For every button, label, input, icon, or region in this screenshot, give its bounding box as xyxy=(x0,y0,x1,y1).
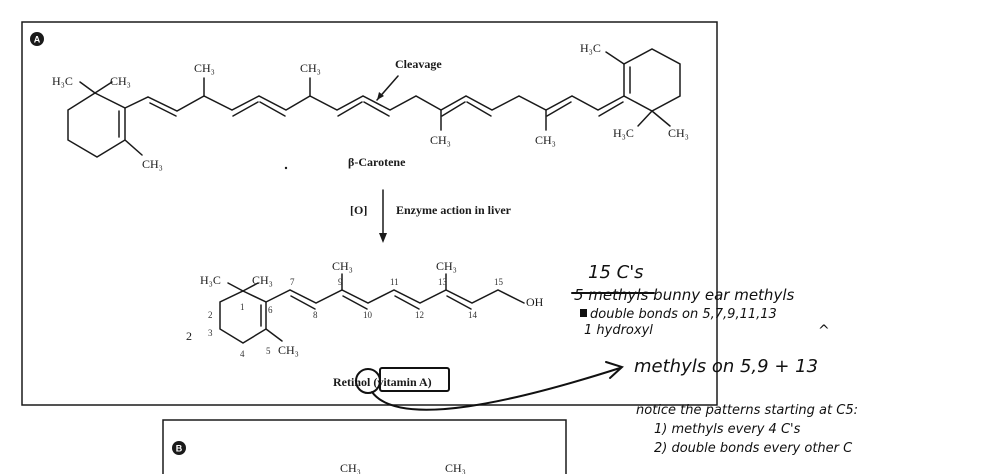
retinol-double-bond-11-12 xyxy=(394,295,420,310)
speck xyxy=(284,166,288,170)
note-methyls-positions: methyls on 5,9 + 13 xyxy=(634,356,818,377)
retinol-ch3-c13: CH₃ xyxy=(436,259,457,273)
retinol-double-bond-13-14 xyxy=(446,295,472,310)
reaction-step: [O] Enzyme action in liver xyxy=(350,189,512,243)
cleavage-arrow-head xyxy=(377,92,384,100)
ink-box-around-vitamin-a xyxy=(379,367,450,392)
carbon-number-1: 1 xyxy=(240,302,245,312)
chain-double-bond-8 xyxy=(546,101,572,117)
right-ring xyxy=(623,48,681,112)
right-gem-methyl-b xyxy=(651,110,671,127)
carbon-number-13: 13 xyxy=(438,277,448,287)
retinol-name: Retinol (vitamin A) xyxy=(333,375,432,389)
retinol-side-number: 2 xyxy=(186,329,192,343)
reagent-label: [O] xyxy=(350,203,367,217)
right-ring-methyl xyxy=(605,51,625,65)
polyene-chain xyxy=(124,95,625,112)
retinol-chain xyxy=(265,289,525,304)
note-methyls: 5 methyls bunny ear methyls xyxy=(574,286,794,304)
retinol-gem-methyl-a xyxy=(227,282,244,292)
carbon-number-4: 4 xyxy=(240,349,245,359)
carbon-number-14: 14 xyxy=(468,310,478,320)
retinol-gem-methyl-b xyxy=(242,282,259,292)
carbon-number-9: 9 xyxy=(338,277,343,287)
left-ring-methyl xyxy=(124,139,143,156)
carbon-number-12: 12 xyxy=(415,310,424,320)
bc-right-h3c-top: H₃C xyxy=(580,41,601,55)
chain-double-bond-6 xyxy=(441,101,466,117)
retinol-oh: OH xyxy=(526,295,544,309)
panel-b-badge xyxy=(172,441,186,455)
retinol-ring-methyl xyxy=(265,328,283,342)
left-ring xyxy=(67,92,126,158)
retinol-ch3-ring: CH₃ xyxy=(278,343,299,357)
retinol-double-bond-9-10 xyxy=(342,295,368,310)
panel-a-badge xyxy=(30,32,44,46)
bc-right-h3c-bottom: H₃C xyxy=(613,126,634,140)
bc-methyl-2: CH₃ xyxy=(300,61,321,75)
panel-b: B CH₃ CH₃ xyxy=(162,419,567,474)
chain-double-bond-2 xyxy=(232,101,259,117)
panel-a-frame xyxy=(21,21,718,406)
carbon-number-6: 6 xyxy=(268,305,273,315)
note-caret: ^ xyxy=(818,323,830,339)
carbon-number-15: 15 xyxy=(494,277,504,287)
bc-methyl-1: CH₃ xyxy=(194,61,215,75)
retinol-h3c: H₃C xyxy=(200,273,221,287)
left-gem-methyl-b xyxy=(94,81,113,94)
cleavage-label: Cleavage xyxy=(395,57,442,71)
note-pattern-2: 2) double bonds every other C xyxy=(654,441,853,456)
panel-b-badge-letter: B xyxy=(176,444,183,454)
bc-methyl-4: CH₃ xyxy=(535,133,556,147)
reaction-description: Enzyme action in liver xyxy=(396,203,512,217)
handwritten-notes: 15 C's 5 methyls bunny ear methyls doubl… xyxy=(371,262,858,456)
carbon-number-10: 10 xyxy=(363,310,373,320)
bc-left-ch3-bottom: CH₃ xyxy=(142,157,163,171)
chain-double-bond-1 xyxy=(149,102,177,117)
bc-right-ch3: CH₃ xyxy=(668,126,689,140)
panel-a-badge-letter: A xyxy=(34,35,41,45)
carbon-number-8: 8 xyxy=(313,310,318,320)
ink-arrow-curve xyxy=(371,367,621,411)
chain-double-bond-3 xyxy=(259,101,286,117)
note-bullet xyxy=(580,309,587,317)
panel-b-ch3-2: CH₃ xyxy=(445,461,466,474)
chain-double-bond-7 xyxy=(466,101,492,117)
chain-double-bond-4 xyxy=(337,101,363,117)
retinol-ch3-top: CH₃ xyxy=(252,273,273,287)
note-double-bonds: double bonds on 5,7,9,11,13 xyxy=(590,307,777,322)
bc-methyl-3: CH₃ xyxy=(430,133,451,147)
chain-double-bond-5 xyxy=(363,101,390,117)
retinol-structure: H₃C CH₃ CH₃ CH₃ CH₃ OH 2 1 2 3 4 5 6 7 8… xyxy=(186,259,544,394)
left-gem-methyl-a xyxy=(79,81,96,94)
carbon-number-11: 11 xyxy=(390,277,399,287)
note-hydroxyl: 1 hydroxyl xyxy=(584,323,653,338)
bc-left-h3c: H₃C xyxy=(52,74,73,88)
retinol-ch3-c9: CH₃ xyxy=(332,259,353,273)
carbon-number-2: 2 xyxy=(208,310,213,320)
retinol-double-bond-7-8 xyxy=(290,295,316,310)
reaction-arrow-head xyxy=(379,233,387,243)
carbon-number-5: 5 xyxy=(266,346,271,356)
bc-left-ch3-top: CH₃ xyxy=(110,74,131,88)
right-gem-methyl-a xyxy=(637,110,653,127)
panel-b-ch3-1: CH₃ xyxy=(340,461,361,474)
note-pattern-1: 1) methyls every 4 C's xyxy=(654,422,801,437)
retinol-ring xyxy=(219,290,267,344)
chain-double-bond-9 xyxy=(598,101,624,117)
beta-carotene-structure: H₃C CH₃ CH₃ CH₃ CH₃ CH₃ CH₃ H₃C H₃C CH₃ … xyxy=(52,41,689,171)
beta-carotene-name: β-Carotene xyxy=(348,155,406,169)
note-patterns: notice the patterns starting at C5: xyxy=(636,403,858,418)
panel-a: A xyxy=(21,21,718,406)
ink-arrow-head xyxy=(605,361,624,379)
carbon-numbers: 1 2 3 4 5 6 7 8 9 10 11 12 13 14 15 xyxy=(208,277,504,359)
panel-b-frame xyxy=(162,419,567,474)
note-15-carbons: 15 C's xyxy=(588,262,644,283)
carbon-number-3: 3 xyxy=(208,328,213,338)
carbon-number-7: 7 xyxy=(290,277,295,287)
